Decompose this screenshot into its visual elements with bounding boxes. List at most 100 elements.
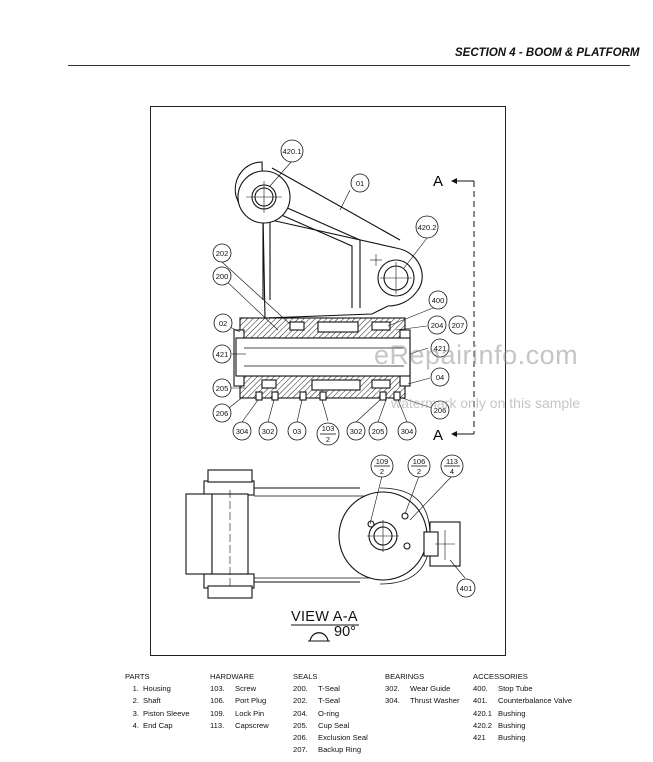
callout-204 <box>427 315 447 335</box>
callout-420-1 <box>280 139 304 163</box>
legend-item: 2.Shaft <box>132 696 161 706</box>
callout-109-top-label: 109 <box>376 457 389 466</box>
callout-421-right <box>430 338 450 358</box>
callout-106-top-label: 106 <box>413 457 426 466</box>
section-line <box>451 178 475 437</box>
legend-item: 401.Counterbalance Valve <box>473 696 573 706</box>
legend-item: 207.Backup Ring <box>293 745 362 755</box>
section-mark-bottom: A <box>433 427 443 444</box>
callout-206-right-label: 206 <box>434 406 447 415</box>
legend-item: 106.Port Plug <box>210 696 267 706</box>
callout-200-label: 200 <box>216 272 229 281</box>
legend-hardware: HARDWARE 103.Screw 106.Port Plug 109.Loc… <box>210 671 269 732</box>
upper-callouts <box>212 139 468 446</box>
callout-206-left <box>212 403 232 423</box>
legend-item: 202.T-Seal <box>293 696 340 706</box>
legend-seals: SEALS 200.T-Seal 202.T-Seal 204.O-ring 2… <box>293 671 368 756</box>
legend-item: 304.Thrust Washer <box>385 696 460 706</box>
legend-accessories-heading: ACCESSORIES <box>473 672 528 681</box>
callout-207 <box>448 315 468 335</box>
legend-parts: PARTS 1.Housing 2.Shaft 3.Piston Sleeve … <box>125 671 189 732</box>
actuator-housing-section <box>233 317 411 401</box>
callout-205-right <box>368 421 388 441</box>
callout-304-right <box>397 421 417 441</box>
watermark: eRepairinfo.com <box>374 340 579 370</box>
callout-04-label: 04 <box>436 373 444 382</box>
callout-103-top-label: 103 <box>322 424 335 433</box>
callout-106-2 <box>407 454 431 478</box>
callout-400-label: 400 <box>432 296 445 305</box>
view-a-a-drawing <box>185 469 461 599</box>
legend-seals-heading: SEALS <box>293 672 318 681</box>
legend-parts-heading: PARTS <box>125 672 150 681</box>
callout-01-label: 01 <box>356 179 364 188</box>
watermark-note: watermark only on this sample <box>391 395 581 411</box>
callout-302-right-label: 302 <box>350 427 363 436</box>
callout-205-left <box>212 378 232 398</box>
legend-accessories: ACCESSORIES 400.Stop Tube 401.Counterbal… <box>473 671 572 744</box>
callout-400 <box>428 290 448 310</box>
callout-200 <box>212 266 232 286</box>
view-angle: 90° <box>334 624 356 640</box>
callout-204-label: 204 <box>431 321 444 330</box>
callout-109-bottom-label: 2 <box>380 467 384 476</box>
callout-302-right <box>346 421 366 441</box>
callout-302-left <box>258 421 278 441</box>
callout-103-bottom-label: 2 <box>326 435 330 444</box>
upper-leader-lines <box>221 160 439 423</box>
legend-item: 3.Piston Sleeve <box>132 708 190 718</box>
callout-421-left-label: 421 <box>216 350 229 359</box>
callout-304-left <box>232 421 252 441</box>
section-mark-top: A <box>433 173 443 190</box>
legend-item: 302.Wear Guide <box>385 684 451 694</box>
callout-207-label: 207 <box>452 321 465 330</box>
callout-206-left-label: 206 <box>216 409 229 418</box>
callout-02-label: 02 <box>219 319 227 328</box>
callout-113-4 <box>440 454 464 478</box>
legend-item: 400.Stop Tube <box>473 684 533 694</box>
legend-item: 1.Housing <box>132 684 171 694</box>
header-rule <box>68 65 630 66</box>
lower-leader-lines <box>369 475 466 579</box>
legend-bearings: BEARINGS 302.Wear Guide 304.Thrust Washe… <box>385 671 460 708</box>
callout-304-left-label: 304 <box>236 427 249 436</box>
legend-item: 205.Cup Seal <box>293 720 350 730</box>
callout-206-right <box>430 400 450 420</box>
view-title: VIEW A-A <box>291 609 358 625</box>
callout-01 <box>350 173 370 193</box>
callout-421-left <box>212 344 232 364</box>
section-title: SECTION 4 - BOOM & PLATFORM <box>455 47 640 59</box>
callout-401-label: 401 <box>460 584 473 593</box>
callout-202 <box>212 243 232 263</box>
legend-item: 113.Capscrew <box>210 720 269 730</box>
callout-04 <box>430 367 450 387</box>
callout-420-2 <box>415 215 439 239</box>
legend-item: 204.O-ring <box>293 708 340 718</box>
callout-421-right-label: 421 <box>434 344 447 353</box>
lower-callouts <box>370 454 476 598</box>
legend-hardware-heading: HARDWARE <box>210 672 255 681</box>
upper-bracket <box>234 161 423 319</box>
legend-item: 4.End Cap <box>132 720 173 730</box>
callout-302-left-label: 302 <box>262 427 275 436</box>
callout-205-right-label: 205 <box>372 427 385 436</box>
callout-103-2 <box>316 422 340 446</box>
callout-106-bottom-label: 2 <box>417 467 421 476</box>
rotation-arc-icon <box>309 632 329 642</box>
callout-304-right-label: 304 <box>401 427 414 436</box>
callout-113-bottom-label: 4 <box>450 467 454 476</box>
callout-202-label: 202 <box>216 249 229 258</box>
callout-113-top-label: 113 <box>446 457 458 466</box>
callout-401 <box>456 578 476 598</box>
callout-03-label: 03 <box>293 427 301 436</box>
callout-109-2 <box>370 454 394 478</box>
drawing-frame <box>150 106 506 656</box>
callout-420-1-label: 420.1 <box>283 147 302 156</box>
callout-02 <box>213 313 233 333</box>
legend-item: 206.Exclusion Seal <box>293 733 368 743</box>
callout-420-2-label: 420.2 <box>418 223 437 232</box>
